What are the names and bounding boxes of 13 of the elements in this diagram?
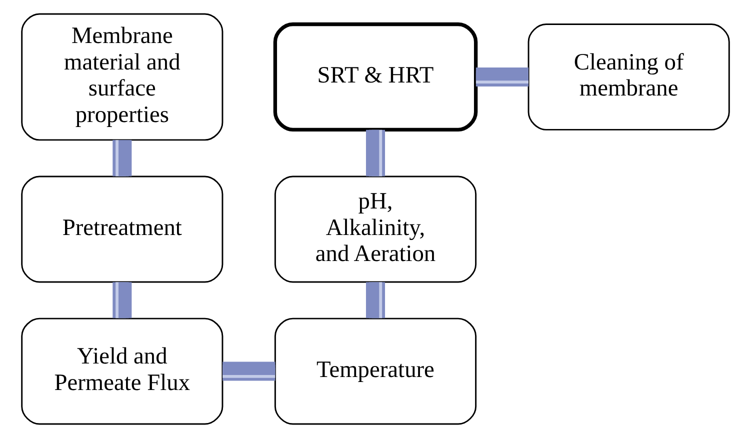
connector <box>366 282 386 318</box>
connector <box>112 282 132 318</box>
node-box: Yield and Permeate Flux <box>21 318 224 425</box>
connector <box>112 140 132 176</box>
node-box: Temperature <box>274 318 477 425</box>
connector <box>366 130 386 176</box>
node-box: pH, Alkalinity, and Aeration <box>274 176 477 283</box>
node-box: SRT & HRT <box>273 22 478 132</box>
node-box: Membrane material and surface properties <box>21 13 224 141</box>
connector <box>476 67 528 86</box>
node-box: Cleaning of membrane <box>528 24 730 130</box>
node-box: Pretreatment <box>21 176 224 283</box>
connector <box>222 362 276 381</box>
